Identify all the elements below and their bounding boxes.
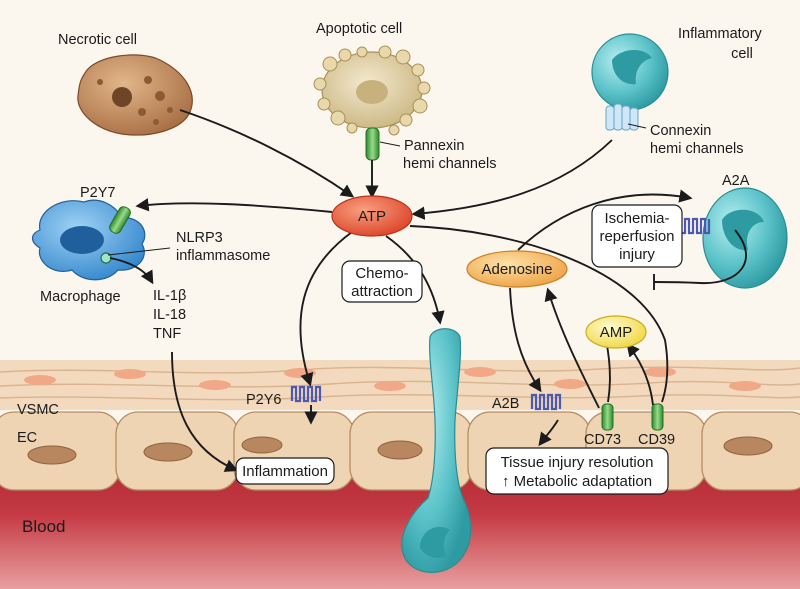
- amp-label: AMP: [600, 324, 633, 341]
- arrow-atp-to-chemoattraction: [385, 235, 445, 325]
- pannexin-label-2: hemi channels: [403, 156, 497, 172]
- arrow-cytokines-to-inflammation: [171, 351, 239, 472]
- inflammatory-cell-label-1: Inflammatory: [678, 26, 763, 42]
- ischemia-label-1: Ischemia-: [604, 210, 669, 227]
- arrow-adenosine-to-a2a: [517, 189, 693, 251]
- inflammation-box: [235, 457, 335, 485]
- arrows: [107, 109, 747, 472]
- chemoattraction-box: [341, 260, 423, 303]
- cd39-channel: [651, 403, 664, 431]
- a2a-label: A2A: [722, 173, 750, 189]
- chemoattraction-label-1: Chemo-: [355, 265, 408, 282]
- vsmc-label: VSMC: [17, 402, 59, 418]
- a2a-receptor: [679, 217, 711, 235]
- arrow-cd39-to-amp: [626, 342, 654, 406]
- arrow-adenosine-to-a2b: [509, 287, 542, 393]
- ischemia-box: [591, 204, 683, 268]
- a2a-cell-shape: [702, 187, 788, 289]
- arrow-inflammasome-to-cytokines: [109, 257, 154, 285]
- amp-node: [585, 315, 647, 349]
- inflammatory-cell-shape: [591, 33, 669, 111]
- pannexin-pointer: [379, 141, 401, 147]
- arrow-connexin-to-atp: [411, 139, 613, 220]
- atp-label: ATP: [358, 208, 386, 225]
- apoptotic-cell-label: Apoptotic cell: [316, 21, 402, 37]
- cd73-label: CD73: [584, 432, 621, 448]
- nlrp3-pointer: [107, 247, 171, 256]
- tissue-box: [485, 447, 669, 495]
- nlrp3-label-2: inflammasome: [176, 248, 270, 264]
- arrow-necrotic-to-atp: [179, 109, 355, 198]
- nlrp3-label-1: NLRP3: [176, 230, 223, 246]
- adenosine-label: Adenosine: [482, 261, 553, 278]
- p2y7-label: P2Y7: [80, 185, 115, 201]
- chemoattraction-label-2: attraction: [351, 283, 413, 300]
- apoptotic-cell-shape: [313, 45, 431, 136]
- arrow-atp-to-p2y6: [299, 231, 353, 387]
- a2b-receptor: [530, 393, 562, 411]
- connexin-label-1: Connexin: [650, 123, 711, 139]
- arrow-a2b-to-tissue: [538, 419, 559, 447]
- atp-node: [331, 195, 413, 237]
- pannexin-channel: [365, 127, 380, 161]
- adenosine-node: [466, 250, 568, 288]
- p2y7-channel: [109, 206, 131, 234]
- cd73-channel: [601, 403, 614, 431]
- connexin-label-2: hemi channels: [650, 141, 744, 157]
- arrow-cd73-to-adenosine: [544, 287, 600, 409]
- arrow-atp-to-cd39: [409, 225, 669, 403]
- pannexin-label-1: Pannexin: [404, 138, 464, 154]
- vsmc-layer: [0, 360, 800, 410]
- cd39-label: CD39: [638, 432, 675, 448]
- blood-label: Blood: [22, 517, 65, 536]
- tissue-label-1: Tissue injury resolution: [501, 454, 654, 471]
- a2b-label: A2B: [492, 396, 519, 412]
- inflammatory-cell-label-2: cell: [731, 46, 753, 62]
- il1b-label: IL-1β: [153, 288, 186, 304]
- tnf-label: TNF: [153, 326, 181, 342]
- connexin-pointer: [627, 123, 647, 129]
- endothelial-nuclei: [27, 436, 773, 465]
- ec-label: EC: [17, 430, 37, 446]
- p2y6-receptor: [290, 385, 322, 403]
- ischemia-label-2: reperfusion: [599, 228, 674, 245]
- il18-label: IL-18: [153, 307, 186, 323]
- ischemia-label-3: injury: [619, 246, 655, 263]
- transmigrating-cell: [401, 328, 472, 573]
- inflammation-label: Inflammation: [242, 463, 328, 480]
- macrophage-label: Macrophage: [40, 289, 121, 305]
- connexin-channel: [605, 103, 639, 131]
- arrow-atp-to-p2y7: [135, 198, 333, 213]
- necrotic-cell-shape: [77, 54, 193, 136]
- p2y6-label: P2Y6: [246, 392, 281, 408]
- tissue-label-2: ↑ Metabolic adaptation: [502, 473, 652, 490]
- inhibit-a2a-to-ischemia: [653, 229, 747, 284]
- necrotic-cell-label: Necrotic cell: [58, 32, 137, 48]
